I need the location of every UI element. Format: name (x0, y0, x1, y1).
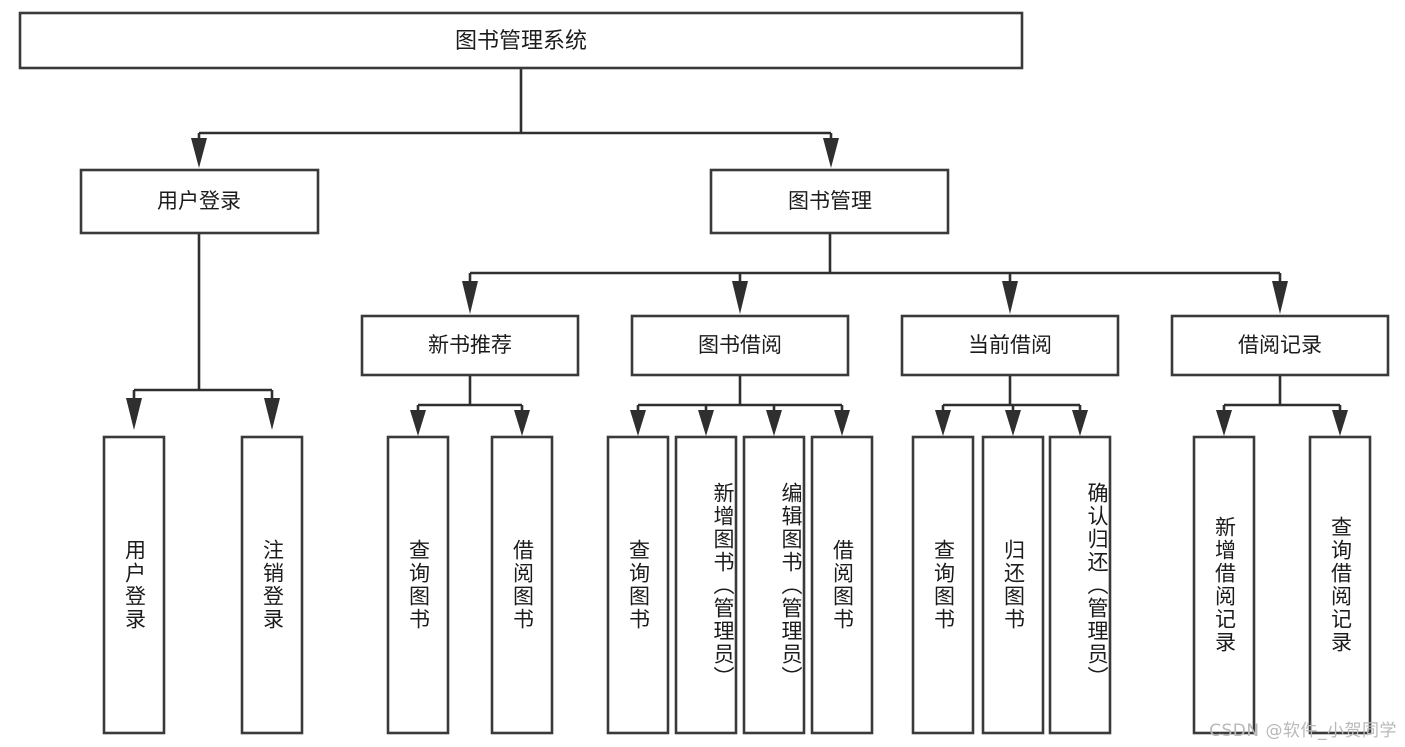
node-leaf-query-book-3[interactable] (911, 435, 975, 735)
node-leaf-logout-login[interactable] (240, 435, 304, 735)
node-root-label: 图书管理系统 (455, 29, 587, 54)
node-current-borrow-label: 当前借阅 (968, 333, 1052, 357)
node-current-borrow[interactable]: 当前借阅 (900, 314, 1120, 377)
node-book-manage-label: 图书管理 (788, 189, 872, 213)
connector-borrowrecord-to-leaves (1216, 375, 1348, 436)
node-leaf-edit-book[interactable] (742, 435, 806, 735)
connector-bookborrow-to-leaves (630, 375, 850, 436)
node-leaf-add-book[interactable] (674, 435, 738, 735)
node-book-manage[interactable]: 图书管理 (709, 168, 950, 235)
node-leaf-user-login[interactable] (102, 435, 166, 735)
node-leaf-query-record[interactable] (1308, 435, 1372, 735)
node-borrow-record-label: 借阅记录 (1238, 333, 1322, 357)
node-new-book-recommend[interactable]: 新书推荐 (360, 314, 580, 377)
node-leaf-return-book[interactable] (981, 435, 1045, 735)
node-root[interactable]: 图书管理系统 (18, 11, 1024, 70)
node-user-login-label: 用户登录 (157, 189, 241, 213)
node-leaf-borrow-book-1[interactable] (490, 435, 554, 735)
node-book-borrow-label: 图书借阅 (698, 333, 782, 357)
node-leaf-add-record[interactable] (1192, 435, 1256, 735)
csdn-watermark: CSDN @软件_小贺同学 (1209, 721, 1397, 741)
node-leaf-query-book-1[interactable] (386, 435, 450, 735)
connector-currentborrow-to-leaves (935, 375, 1088, 436)
node-book-borrow[interactable]: 图书借阅 (630, 314, 850, 377)
node-leaf-query-book-2[interactable] (606, 435, 670, 735)
node-leaf-borrow-book-2[interactable] (810, 435, 874, 735)
connector-bookmanage-to-level3 (462, 233, 1288, 314)
node-user-login[interactable]: 用户登录 (79, 168, 320, 235)
connector-recommend-to-leaves (410, 375, 530, 436)
connector-userlogin-to-leaves (126, 233, 280, 430)
node-new-book-recommend-label: 新书推荐 (428, 333, 512, 357)
leaf-boxes (102, 435, 1372, 735)
node-borrow-record[interactable]: 借阅记录 (1170, 314, 1390, 377)
connector-root-to-level2 (191, 68, 839, 168)
node-leaf-confirm-return[interactable] (1048, 435, 1112, 735)
